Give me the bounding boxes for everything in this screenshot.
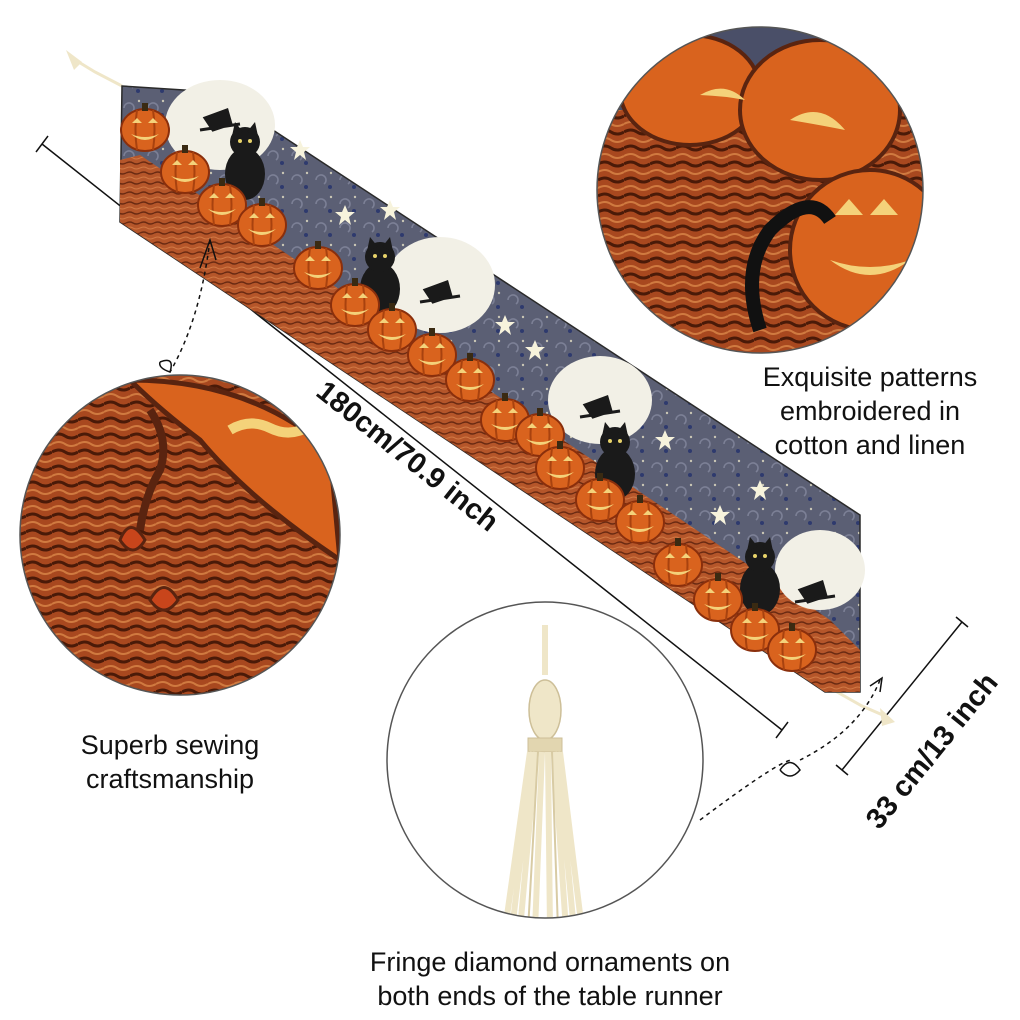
leader-arrows <box>158 237 883 777</box>
sewing-caption: Superb sewing craftsmanship <box>80 730 260 794</box>
fringe-caption: Fringe diamond ornaments on both ends of… <box>369 947 731 1011</box>
width-dimension-line <box>835 616 969 776</box>
sewing-detail-zoom <box>19 374 341 696</box>
fringe-detail-zoom <box>386 601 704 919</box>
leader-lines <box>169 239 881 821</box>
pattern-detail-zoom <box>596 26 924 354</box>
pattern-caption: Exquisite patterns embroidered in cotton… <box>762 362 978 460</box>
table-runner <box>66 50 895 726</box>
